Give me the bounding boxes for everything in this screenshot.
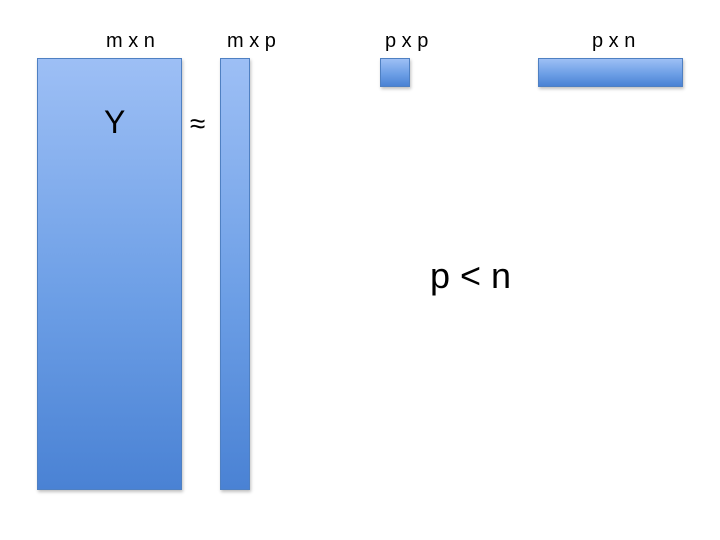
matrix-s-dims-label: p x p [385,30,429,52]
condition-text: p < n [430,255,512,296]
matrix-v-block [538,58,683,87]
matrix-u-block [220,58,250,490]
matrix-y-block [37,58,182,490]
matrix-y-name: Y [104,104,126,140]
matrix-s-block [380,58,410,87]
matrix-v-dims-label: p x n [592,30,636,52]
matrix-y-dims-label: m x n [106,30,155,52]
matrix-u-dims-label: m x p [227,30,276,52]
approx-symbol: ≈ [190,108,206,139]
